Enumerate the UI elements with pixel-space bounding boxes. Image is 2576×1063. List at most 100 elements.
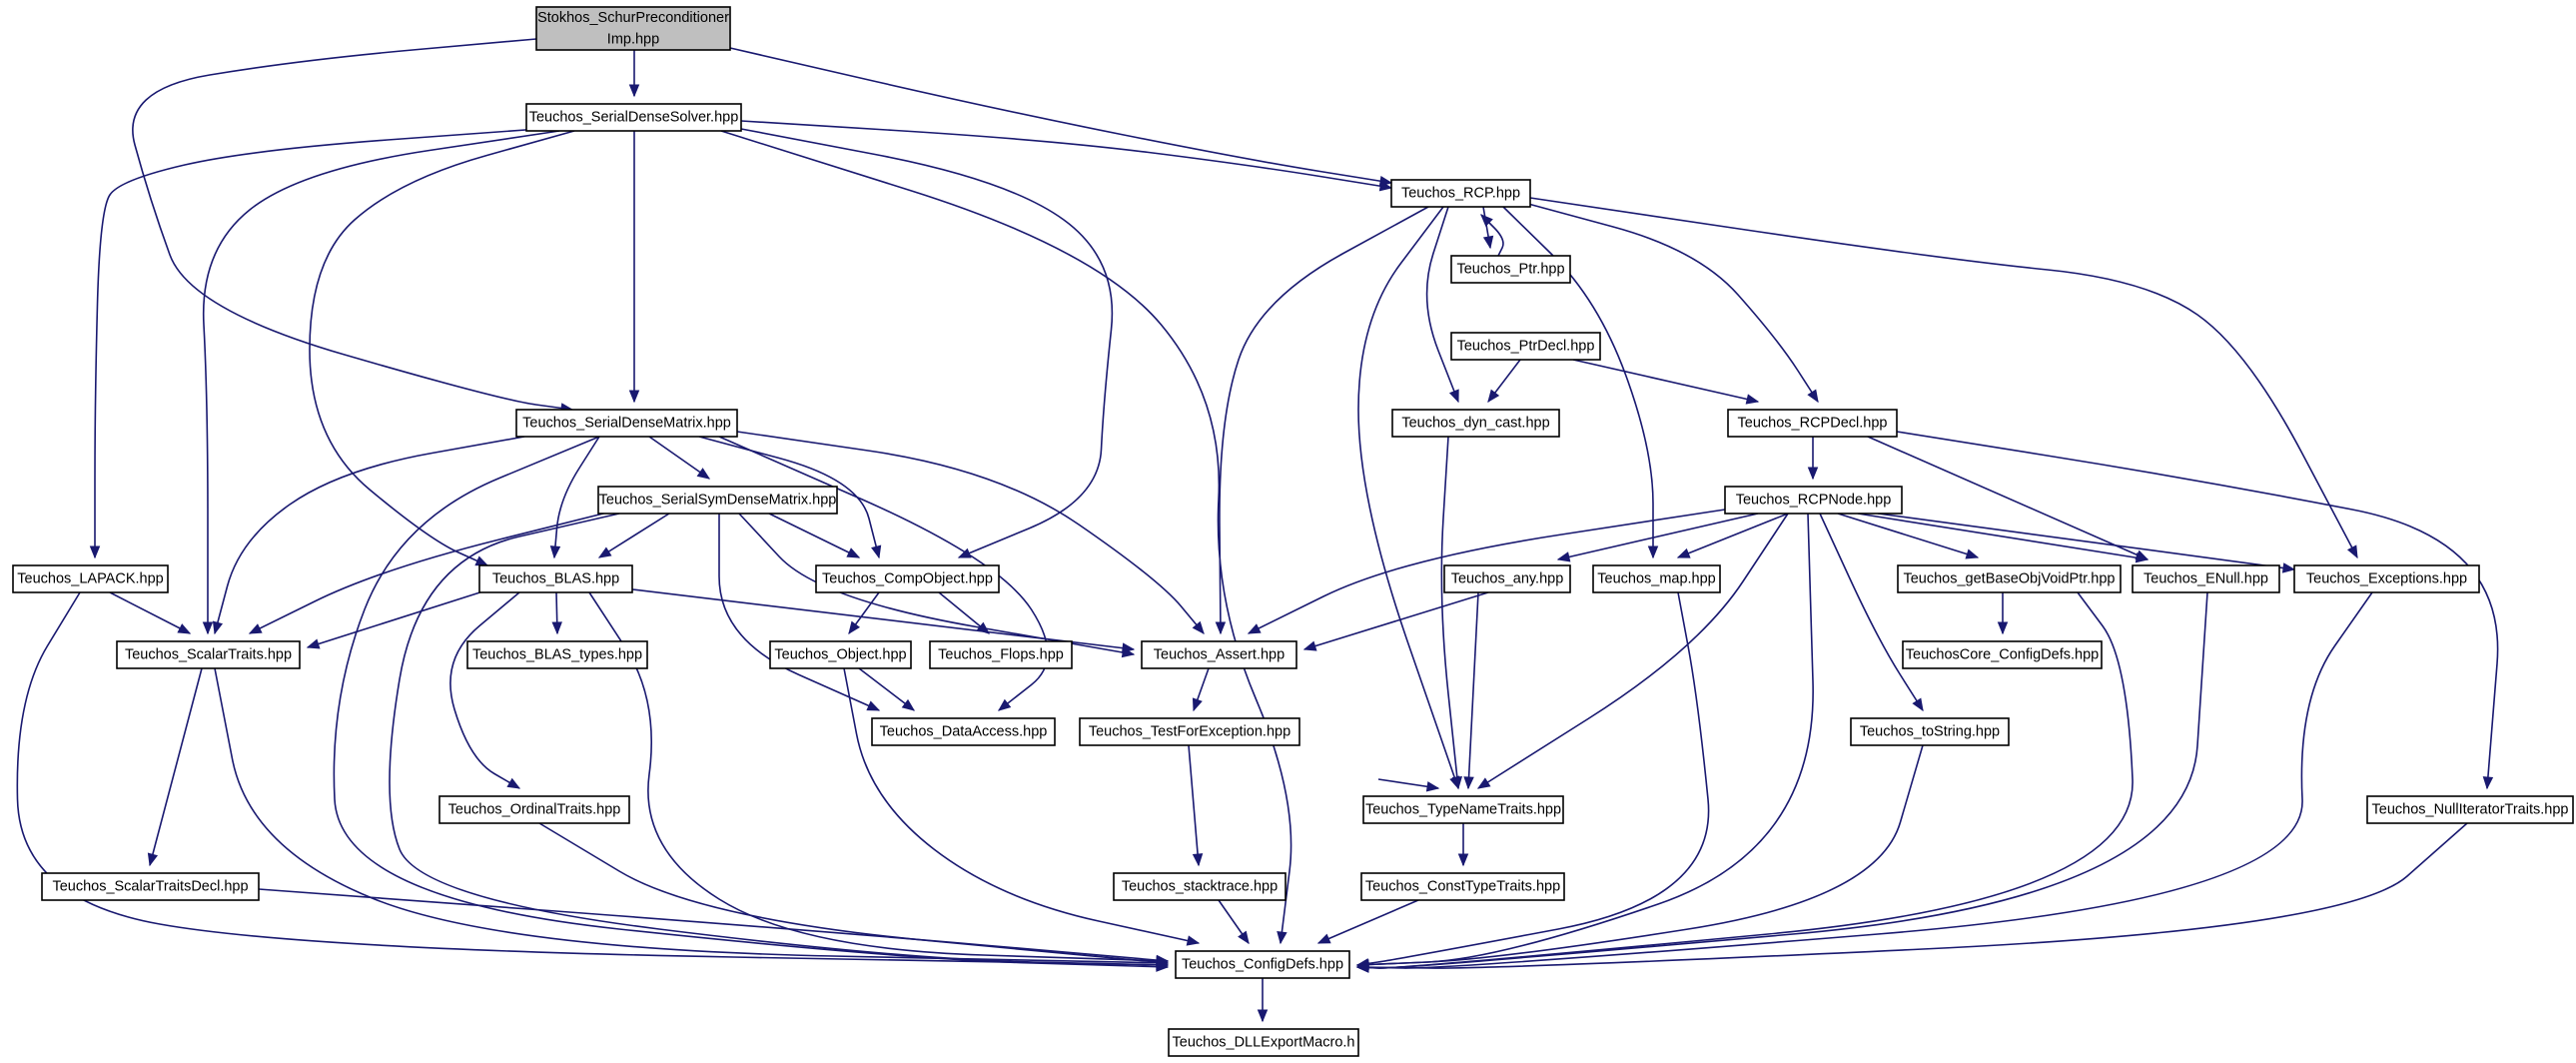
edge-root-to-sdm: [132, 38, 574, 414]
edge-line: [553, 436, 600, 558]
arrowhead: [1192, 853, 1204, 867]
arrowhead: [1238, 930, 1250, 945]
node-nulliter[interactable]: Teuchos_NullIteratorTraits.hpp: [2366, 795, 2574, 824]
edge-ptrdecl-to-dyncast: [1487, 359, 1521, 404]
arrowhead: [1556, 551, 1571, 562]
node-label: Teuchos_map.hpp: [1597, 571, 1716, 587]
node-box: [41, 872, 260, 901]
node-scalartraits[interactable]: Teuchos_ScalarTraits.hpp: [116, 640, 301, 669]
node-label: TeuchosCore_ConfigDefs.hpp: [1906, 647, 2099, 663]
node-dataaccess[interactable]: Teuchos_DataAccess.hpp: [871, 717, 1056, 746]
node-configdefs[interactable]: Teuchos_ConfigDefs.hpp: [1175, 950, 1350, 979]
edge-line: [1219, 206, 1429, 634]
node-label: Teuchos_PtrDecl.hpp: [1457, 339, 1595, 355]
node-stacktrace[interactable]: Teuchos_stacktrace.hpp: [1113, 872, 1287, 901]
edge-line: [333, 436, 1169, 968]
node-box: [1897, 564, 2122, 593]
node-label: Teuchos_ScalarTraits.hpp: [125, 647, 292, 663]
node-label: Teuchos_NullIteratorTraits.hpp: [2372, 802, 2569, 818]
edge-line: [538, 822, 1169, 964]
node-label: Teuchos_ScalarTraitsDecl.hpp: [52, 879, 248, 895]
edge-line: [718, 514, 880, 711]
node-testforexc[interactable]: Teuchos_TestForException.hpp: [1079, 717, 1300, 746]
node-rcpdecl[interactable]: Teuchos_RCPDecl.hpp: [1727, 409, 1898, 438]
node-box: [466, 640, 648, 669]
edge-assert-to-testforexc: [1192, 667, 1210, 712]
edge-line: [1477, 513, 1789, 789]
node-getbase[interactable]: Teuchos_getBaseObjVoidPtr.hpp: [1897, 564, 2122, 593]
node-rcpnode[interactable]: Teuchos_RCPNode.hpp: [1724, 486, 1903, 515]
node-lapack[interactable]: Teuchos_LAPACK.hpp: [12, 564, 169, 593]
arrowhead: [846, 547, 861, 558]
arrowhead: [306, 638, 321, 649]
edge-line: [1356, 591, 2208, 969]
arrowhead: [248, 623, 263, 634]
node-object[interactable]: Teuchos_Object.hpp: [769, 640, 912, 669]
node-consttype[interactable]: Teuchos_ConstTypeTraits.hpp: [1360, 872, 1565, 901]
node-ptr[interactable]: Teuchos_Ptr.hpp: [1450, 255, 1571, 284]
edge-line: [1440, 436, 1459, 789]
edge-ptr-to-rcp: [1480, 214, 1504, 257]
node-box: [1113, 872, 1287, 901]
node-label: Teuchos_TestForException.hpp: [1089, 724, 1290, 740]
node-blas[interactable]: Teuchos_BLAS.hpp: [478, 564, 633, 593]
edge-ptrdecl-to-rcpdecl: [1572, 359, 1760, 405]
arrowhead: [177, 623, 192, 634]
arrowhead: [1807, 389, 1819, 404]
edge-getbase-to-coreconfig: [1997, 592, 2009, 635]
node-blastypes[interactable]: Teuchos_BLAS_types.hpp: [466, 640, 648, 669]
node-flops[interactable]: Teuchos_Flops.hpp: [929, 640, 1073, 669]
edge-line: [1356, 591, 1710, 966]
node-compobj[interactable]: Teuchos_CompObject.hpp: [815, 564, 1000, 593]
node-scalardecl[interactable]: Teuchos_ScalarTraitsDecl.hpp: [41, 872, 260, 901]
edge-rcpnode-to-enull: [1857, 513, 2149, 563]
edge-dyncast-to-typename: [1440, 436, 1463, 790]
node-rcp[interactable]: Teuchos_RCP.hpp: [1390, 179, 1531, 208]
node-dllexport[interactable]: Teuchos_DLLExportMacro.h: [1168, 1028, 1359, 1057]
edge-line: [202, 130, 560, 633]
edge-line: [94, 128, 540, 557]
node-ptrdecl[interactable]: Teuchos_PtrDecl.hpp: [1450, 332, 1601, 361]
edge-solver-to-blas: [309, 130, 575, 566]
edge-typename-to-consttype: [1457, 823, 1469, 867]
edge-line: [843, 667, 1200, 944]
edge-line: [258, 888, 1169, 962]
node-exceptions[interactable]: Teuchos_Exceptions.hpp: [2293, 564, 2480, 593]
node-typename[interactable]: Teuchos_TypeNameTraits.hpp: [1362, 795, 1564, 824]
arrowhead: [976, 621, 991, 634]
node-any[interactable]: Teuchos_any.hpp: [1443, 564, 1571, 593]
node-box: [1362, 795, 1564, 824]
arrowhead: [147, 852, 159, 867]
node-box: [2132, 564, 2280, 593]
edge-line: [1356, 513, 1814, 966]
node-coreconfig[interactable]: TeuchosCore_ConfigDefs.hpp: [1902, 640, 2103, 669]
arrowhead: [957, 547, 972, 558]
node-dyncast[interactable]: Teuchos_dyn_cast.hpp: [1391, 409, 1560, 438]
edge-line: [1356, 744, 1924, 966]
node-sdm[interactable]: Teuchos_SerialDenseMatrix.hpp: [515, 409, 738, 438]
edge-line: [631, 588, 1135, 650]
node-enull[interactable]: Teuchos_ENull.hpp: [2132, 564, 2280, 593]
node-solver[interactable]: Teuchos_SerialDenseSolver.hpp: [525, 103, 742, 132]
edge-line: [740, 128, 1114, 558]
edge-testforexc-to-stacktrace: [1188, 744, 1204, 867]
arrowhead: [1257, 1009, 1269, 1023]
arrowhead: [1448, 389, 1459, 404]
arrowhead: [1302, 640, 1317, 651]
arrowhead: [474, 555, 489, 566]
node-label: Teuchos_ConstTypeTraits.hpp: [1365, 879, 1560, 895]
arrowhead: [202, 621, 214, 635]
edge-ssdm-to-compobj: [768, 513, 861, 558]
node-box: [1902, 640, 2103, 669]
arrowhead: [696, 468, 711, 480]
node-map[interactable]: Teuchos_map.hpp: [1592, 564, 1721, 593]
node-ordinal[interactable]: Teuchos_OrdinalTraits.hpp: [438, 795, 630, 824]
node-ssdm[interactable]: Teuchos_SerialSymDenseMatrix.hpp: [597, 486, 838, 515]
node-assert[interactable]: Teuchos_Assert.hpp: [1141, 640, 1297, 669]
edge-rcp-to-ptr: [1482, 206, 1494, 250]
edge-line: [738, 513, 1135, 655]
edge-rcp-to-dyncast: [1425, 206, 1459, 404]
node-tostring[interactable]: Teuchos_toString.hpp: [1850, 717, 2010, 746]
edge-blas-to-ordinal: [449, 591, 521, 789]
